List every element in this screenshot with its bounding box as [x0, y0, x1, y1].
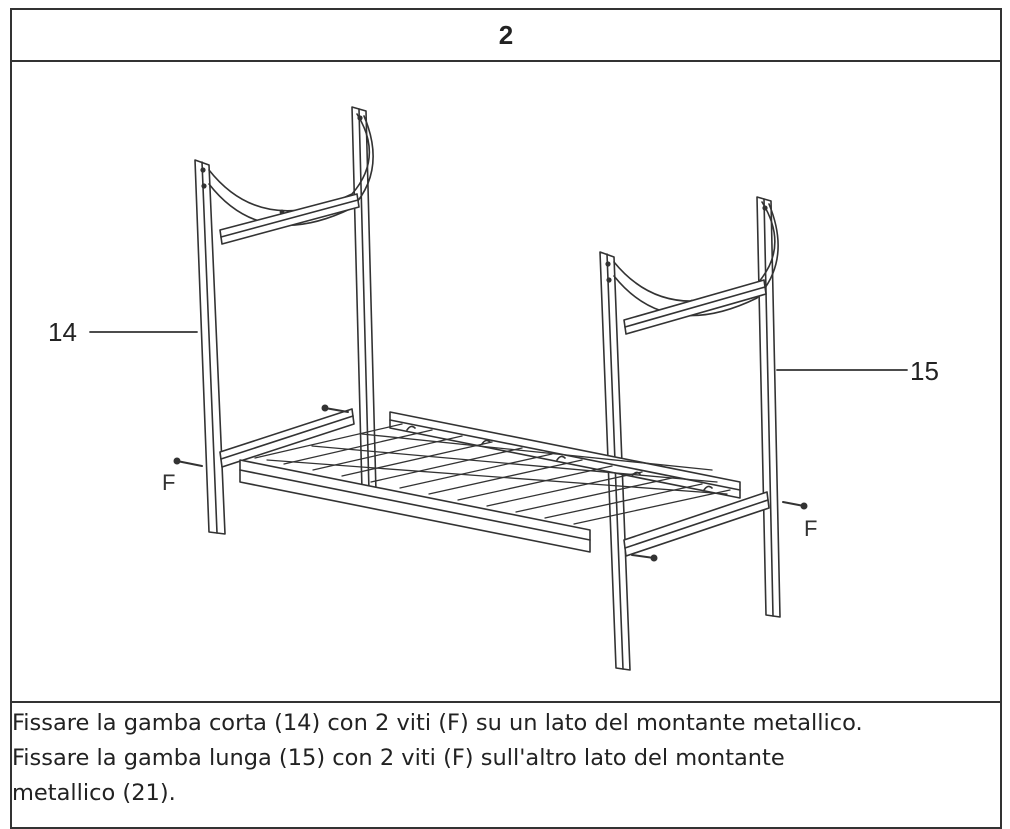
- metal-shelf-frame: [239, 411, 741, 553]
- screw-right-1: [782, 501, 808, 510]
- instruction-text: Fissare la gamba corta (14) con 2 viti (…: [12, 706, 982, 811]
- instruction-line-3: metallico (21).: [12, 780, 176, 806]
- screw-right-2: [631, 554, 658, 562]
- instruction-line-2: Fissare la gamba lunga (15) con 2 viti (…: [12, 745, 785, 771]
- screw-left-2: [321, 404, 349, 413]
- assembly-illustration: 14 15 F F: [12, 62, 1000, 703]
- label-screw-left: F: [162, 470, 175, 495]
- step-header: 2: [12, 10, 1000, 62]
- instruction-line-1: Fissare la gamba corta (14) con 2 viti (…: [12, 710, 863, 736]
- step-number: 2: [498, 19, 514, 50]
- label-short-leg: 14: [48, 317, 77, 347]
- screw-left-1: [173, 457, 203, 467]
- instruction-panel: 2: [10, 8, 1002, 829]
- long-leg-assembly: [599, 196, 781, 671]
- label-long-leg: 15: [910, 356, 939, 386]
- short-leg-assembly: [194, 106, 377, 535]
- assembly-drawing: 14 15 F F: [48, 106, 939, 671]
- label-screw-right: F: [804, 516, 817, 541]
